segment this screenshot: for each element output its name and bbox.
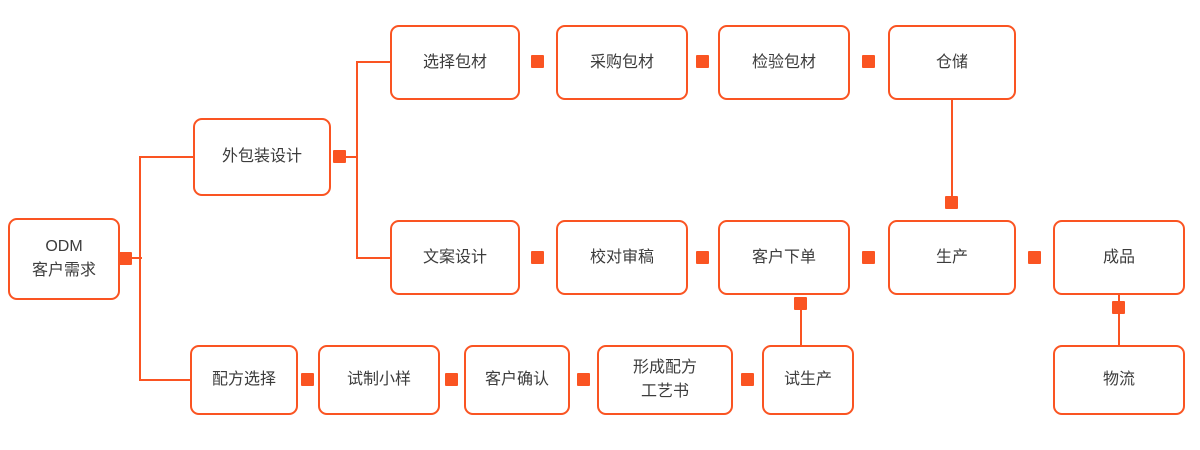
flow-node-customer-confirm: 客户确认 — [464, 345, 570, 415]
connector-square — [1112, 301, 1125, 314]
connector-square — [945, 196, 958, 209]
flow-node-label: 客户下单 — [751, 248, 816, 266]
flow-node-logistics: 物流 — [1053, 345, 1185, 415]
connector-line — [1118, 295, 1120, 345]
flow-node-label: 文案设计 — [422, 248, 487, 266]
connector-square — [862, 251, 875, 264]
flow-node-label: ODM 客户需求 — [31, 238, 96, 279]
connector-square — [531, 251, 544, 264]
flow-node-label: 形成配方 工艺书 — [632, 359, 697, 400]
flow-node-label: 仓储 — [935, 53, 968, 71]
connector-square — [741, 373, 754, 386]
connector-square — [333, 150, 346, 163]
connector-square — [862, 55, 875, 68]
connector-line — [346, 156, 357, 158]
flow-node-label: 物流 — [1102, 371, 1135, 388]
connector-line — [132, 257, 142, 259]
flow-node-production: 生产 — [888, 220, 1016, 295]
flow-node-copy-design: 文案设计 — [390, 220, 520, 295]
flow-node-warehouse: 仓储 — [888, 25, 1016, 100]
flow-node-trial-sample: 试制小样 — [318, 345, 440, 415]
flow-node-select-material: 选择包材 — [390, 25, 520, 100]
connector-line — [139, 156, 193, 158]
flow-node-label: 选择包材 — [422, 53, 487, 71]
flow-node-formula-process-doc: 形成配方 工艺书 — [597, 345, 733, 415]
connector-square — [696, 251, 709, 264]
connector-square — [531, 55, 544, 68]
flow-node-packaging-design: 外包装设计 — [193, 118, 331, 196]
connector-line — [139, 156, 141, 381]
flow-node-label: 配方选择 — [211, 371, 276, 388]
flow-node-proofread: 校对审稿 — [556, 220, 688, 295]
flow-node-inspect-material: 检验包材 — [718, 25, 850, 100]
connector-line — [139, 379, 190, 381]
connector-line — [356, 61, 358, 258]
flow-node-label: 试制小样 — [346, 371, 411, 388]
flow-node-odm: ODM 客户需求 — [8, 218, 120, 300]
connector-square — [445, 373, 458, 386]
connector-line — [356, 61, 390, 63]
connector-square — [794, 297, 807, 310]
flow-node-label: 外包装设计 — [221, 148, 302, 165]
flow-node-trial-production: 试生产 — [762, 345, 854, 415]
flow-node-finished-product: 成品 — [1053, 220, 1185, 295]
connector-line — [356, 257, 390, 259]
flow-node-label: 客户确认 — [484, 371, 549, 388]
flow-node-label: 试生产 — [783, 371, 832, 388]
flow-node-label: 成品 — [1102, 248, 1135, 266]
flow-node-label: 生产 — [935, 248, 968, 266]
connector-square — [301, 373, 314, 386]
flow-node-label: 采购包材 — [589, 53, 654, 71]
flow-node-label: 校对审稿 — [589, 248, 654, 266]
connector-square — [119, 252, 132, 265]
flow-node-purchase-material: 采购包材 — [556, 25, 688, 100]
connector-line — [951, 100, 953, 199]
connector-square — [1028, 251, 1041, 264]
flow-node-label: 检验包材 — [751, 53, 816, 71]
connector-line — [800, 310, 802, 345]
flow-node-customer-order: 客户下单 — [718, 220, 850, 295]
connector-square — [696, 55, 709, 68]
flow-node-formula-selection: 配方选择 — [190, 345, 298, 415]
connector-square — [577, 373, 590, 386]
